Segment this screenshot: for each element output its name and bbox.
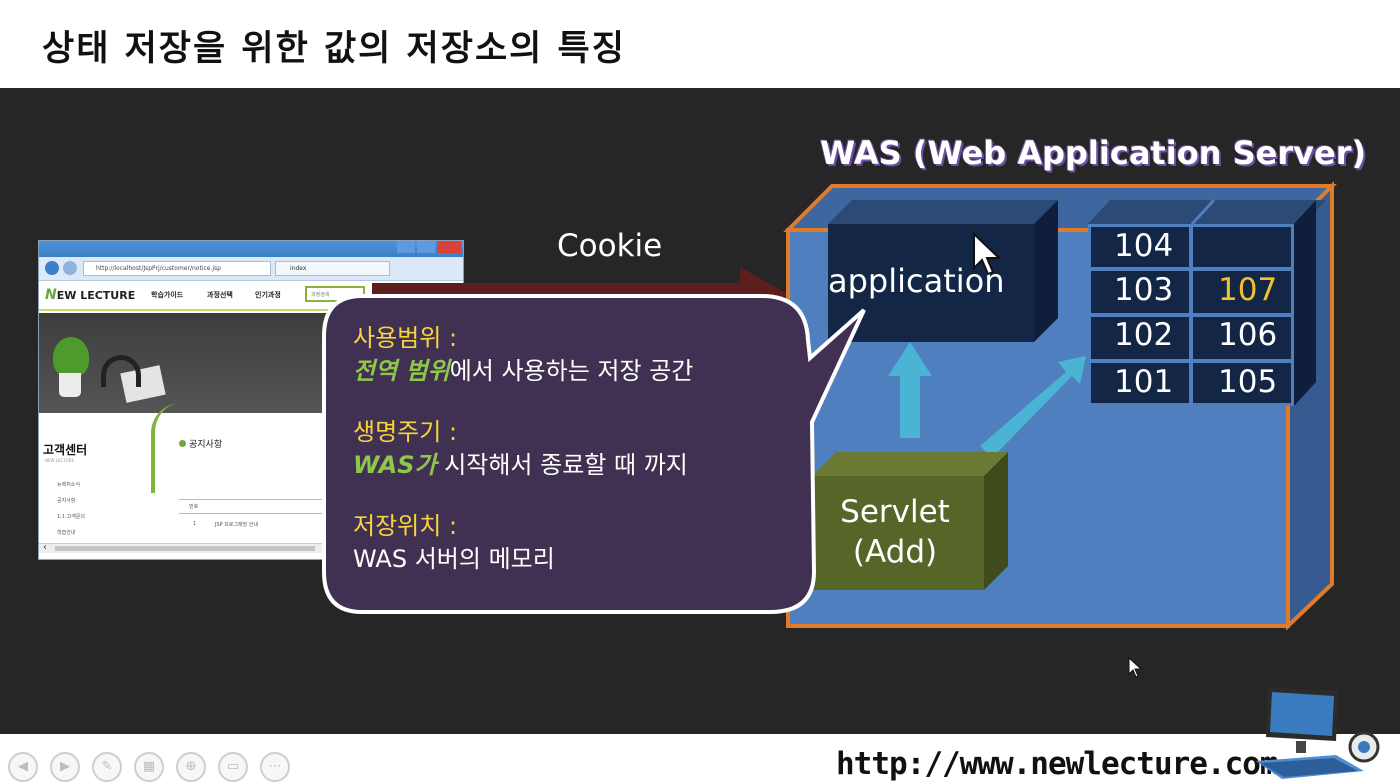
callout-shape — [322, 294, 866, 614]
storage-cell — [1091, 363, 1189, 403]
was-diagram — [783, 181, 1337, 631]
menu-item-guide: 학습가이드 — [151, 291, 184, 299]
slides-grid-icon[interactable]: ▦ — [134, 752, 164, 782]
cookie-label: Cookie — [557, 228, 663, 264]
storage-cell — [1193, 317, 1291, 359]
diagonal-arrow — [980, 356, 1086, 458]
site-logo: NEW LECTURE — [45, 287, 135, 303]
location-heading: 저장위치 : — [353, 512, 458, 540]
was-title: WAS (Web Application Server) — [820, 134, 1367, 172]
browser-address-bar: http://localhost/JspPrj/customer/notice.… — [39, 257, 463, 281]
storage-cell-value: 105 — [1218, 364, 1278, 400]
spacer — [353, 482, 793, 510]
table-cell: 1 — [193, 521, 197, 527]
close-icon — [437, 241, 461, 253]
callout-text: 사용범위 : 전역 범위에서 사용하는 저장 공간 생명주기 : WAS가 시작… — [353, 322, 793, 576]
storage-cell-value: 103 — [1114, 272, 1174, 308]
table-divider — [179, 499, 379, 500]
computer-logo-icon — [1256, 687, 1380, 779]
plant-image — [53, 337, 89, 377]
window-controls — [397, 241, 461, 255]
storage-cell — [1091, 317, 1189, 359]
scope-heading: 사용범위 : — [353, 324, 458, 352]
mouse-cursor-small-icon — [1128, 657, 1143, 678]
sidebar-item: 뉴렉처소식 — [57, 482, 81, 488]
sidebar-item: 공지사항 — [57, 498, 76, 504]
next-slide-icon[interactable]: ▶ — [50, 752, 80, 782]
servlet-cube-side — [984, 452, 1008, 590]
storage-cell — [1091, 227, 1189, 267]
mouse-cursor-icon — [973, 232, 1002, 276]
lifecycle-line: WAS가 시작해서 종료할 때 까지 — [353, 449, 793, 482]
plant-pot-image — [59, 373, 81, 397]
up-arrow — [888, 342, 932, 438]
pen-icon[interactable]: ✎ — [92, 752, 122, 782]
callout-bubble — [322, 294, 866, 614]
storage-cube-top — [1088, 200, 1326, 224]
maximize-icon — [417, 241, 435, 253]
table-divider — [179, 513, 379, 514]
scope-text: 에서 사용하는 저장 공간 — [449, 357, 694, 385]
zoom-icon[interactable]: ⊕ — [176, 752, 206, 782]
servlet-label: Servlet (Add) — [812, 492, 978, 572]
storage-cell — [1091, 271, 1189, 313]
lifecycle-text: 시작해서 종료할 때 까지 — [436, 451, 688, 479]
url-field: http://localhost/JspPrj/customer/notice.… — [83, 261, 271, 276]
scrollbar-thumb — [55, 546, 315, 551]
forward-icon — [63, 261, 77, 275]
servlet-cube — [812, 476, 984, 590]
slide-header: 상태 저장을 위한 값의 저장소의 특징 — [0, 0, 1400, 88]
application-cube-top — [828, 200, 1058, 224]
storage-cell — [1193, 227, 1291, 267]
servlet-cube-top — [812, 452, 1008, 476]
browser-tab: index — [275, 261, 390, 276]
menu-item-popular: 인기과정 — [255, 291, 281, 299]
storage-cell-value: 106 — [1218, 317, 1278, 353]
table-cell: JSP 프로그래밍 안내 — [215, 522, 259, 528]
logo-text: EW LECTURE — [56, 289, 136, 302]
previous-slide-icon[interactable]: ◀ — [8, 752, 38, 782]
sidebar-title: 고객센터 — [43, 443, 88, 457]
slide-title: 상태 저장을 위한 값의 저장소의 특징 — [42, 29, 626, 69]
minimize-icon — [397, 241, 415, 253]
headphones-image — [101, 355, 141, 387]
storage-cell — [1193, 271, 1291, 313]
storage-cell-value-highlighted: 107 — [1218, 272, 1278, 308]
more-options-icon[interactable]: ⋯ — [260, 752, 290, 782]
servlet-label-line1: Servlet — [840, 494, 950, 530]
back-icon — [45, 261, 59, 275]
sidebar-subtitle: NEW LECTURE — [45, 458, 74, 463]
scope-line: 전역 범위에서 사용하는 저장 공간 — [353, 355, 793, 388]
presentation-controls: ◀ ▶ ✎ ▦ ⊕ ▭ ⋯ — [8, 752, 290, 782]
sidebar-item: 1:1 고객문의 — [57, 514, 86, 520]
location-text: WAS 서버의 메모리 — [353, 545, 555, 573]
screen-icon[interactable]: ▭ — [218, 752, 248, 782]
scope-emphasis: 전역 범위 — [353, 357, 450, 385]
lifecycle-heading: 생명주기 : — [353, 418, 458, 446]
scroll-left-icon: ‹ — [43, 542, 47, 553]
storage-cell — [1193, 363, 1291, 403]
lifecycle-emphasis: WAS가 — [353, 451, 437, 479]
spacer — [353, 388, 793, 416]
sidebar-item: 학습안내 — [57, 530, 76, 536]
decorative-curve — [151, 403, 181, 493]
storage-cell-value: 101 — [1114, 364, 1174, 400]
browser-titlebar — [39, 241, 463, 257]
application-label: application — [828, 262, 1005, 300]
application-cube-side — [1034, 200, 1058, 342]
storage-cell-value: 102 — [1114, 317, 1174, 353]
storage-cell-value: 104 — [1114, 228, 1174, 264]
table-header: 번호 — [189, 504, 199, 510]
horizontal-scrollbar: ‹ — [39, 542, 463, 553]
logo-n-icon: N — [45, 287, 57, 303]
footer-url: http://www.newlecture.com — [836, 746, 1279, 782]
notice-heading: 공지사항 — [179, 437, 222, 450]
storage-cube-side — [1294, 200, 1316, 406]
menu-item-course: 과정선택 — [207, 291, 233, 299]
application-cube — [828, 224, 1034, 342]
servlet-label-line2: (Add) — [852, 534, 938, 570]
